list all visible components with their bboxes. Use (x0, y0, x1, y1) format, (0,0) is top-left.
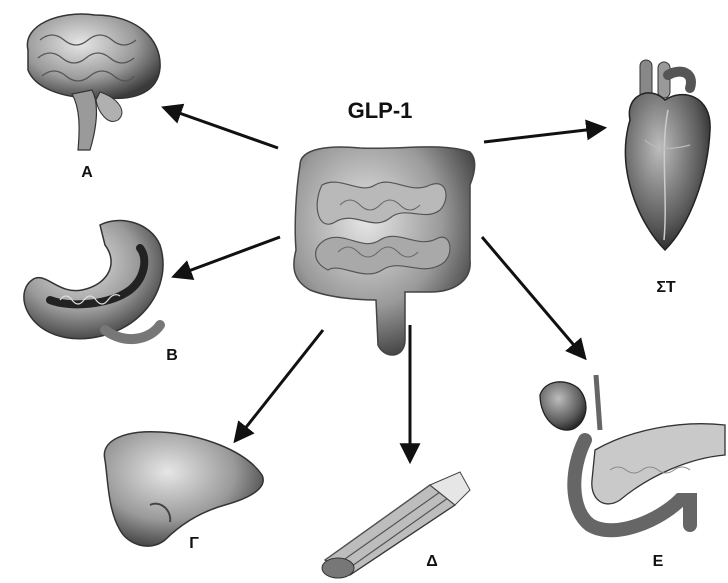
label-pancreas: E (653, 553, 664, 570)
label-brain: A (81, 164, 93, 181)
arrow-to-pancreas (482, 237, 584, 357)
pancreas-icon (540, 375, 725, 530)
brain-icon (27, 14, 160, 150)
stomach-icon (24, 221, 163, 339)
arrow-to-liver (236, 330, 323, 440)
intestine-icon (294, 147, 475, 355)
muscle-icon (322, 472, 470, 578)
label-heart: ΣΤ (656, 279, 676, 296)
glp1-title: GLP-1 (348, 98, 413, 123)
arrow-to-heart (484, 128, 603, 142)
liver-icon (104, 432, 263, 546)
arrow-to-stomach (175, 237, 280, 276)
label-muscle: Δ (426, 553, 438, 570)
arrow-to-brain (165, 108, 278, 148)
label-liver: Γ (189, 535, 199, 552)
heart-icon (625, 60, 710, 250)
label-stomach: B (166, 347, 178, 364)
